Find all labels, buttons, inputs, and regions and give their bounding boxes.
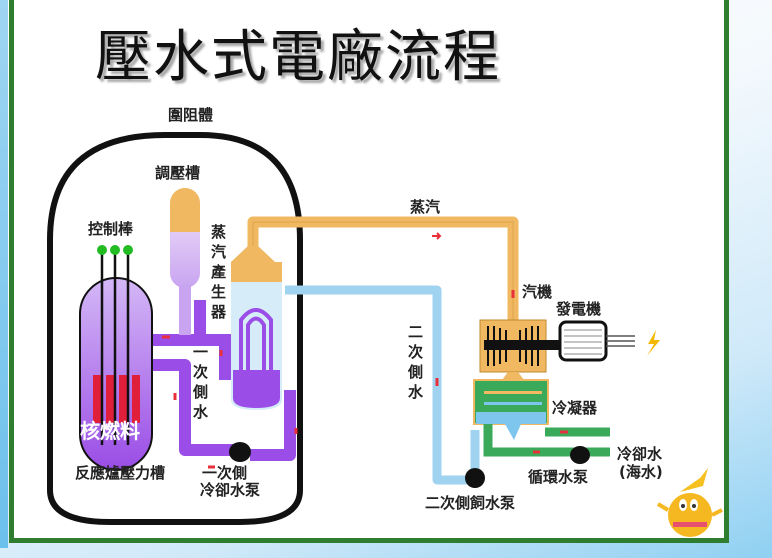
turbine-shaft: [484, 340, 564, 350]
hotwell: [505, 424, 521, 440]
secondary-water-label-0: 二: [408, 323, 423, 341]
sg-label-4: 器: [210, 303, 227, 321]
control-rod-tip: [110, 245, 120, 255]
primary-water-label-3: 水: [193, 403, 209, 421]
primary-hot-leg: [150, 300, 206, 346]
control-rods-label: 控制棒: [88, 220, 134, 238]
turbine-label: 汽機: [522, 283, 552, 301]
secondary-feed-pump: [465, 468, 485, 488]
primary-water-label-2: 側: [192, 383, 208, 401]
lightning-icon: [647, 330, 660, 356]
control-rods: [100, 250, 130, 445]
containment-label: 圍阻體: [168, 106, 213, 124]
generator-label: 發電機: [555, 300, 601, 318]
secondary-water-pipe: [285, 285, 480, 485]
nuclear-fuel-label: 核燃料: [80, 419, 140, 443]
primary-pump-label-2: 冷卻水泵: [200, 481, 260, 499]
mascot-character: [656, 468, 723, 537]
primary-cold-leg: [150, 359, 235, 456]
page-title: 壓水式電廠流程: [95, 25, 501, 90]
primary-hot-to-sg: [200, 334, 231, 380]
circulation-pump-label: 循環水泵: [528, 468, 588, 486]
cooling-water-label-1: 冷卻水: [617, 445, 663, 463]
sg-label-1: 汽: [211, 243, 226, 261]
secondary-water-label-3: 水: [408, 383, 424, 401]
sg-label-2: 產: [210, 263, 226, 281]
primary-coolant-pump: [229, 442, 251, 462]
left-accent-bar: [0, 0, 8, 548]
condenser-label: 冷凝器: [552, 399, 598, 417]
sg-u-tubes: [239, 308, 273, 380]
power-lines: [606, 335, 635, 347]
containment-structure: [47, 132, 303, 525]
secondary-water-label-2: 側: [407, 363, 423, 381]
steam-pipe: [247, 216, 519, 320]
fuel-rods: [93, 375, 140, 423]
secondary-water-label-1: 次: [408, 343, 423, 361]
control-rod-tip: [123, 245, 133, 255]
reactor-vessel-label: 反應爐壓力槽: [75, 464, 165, 482]
sg-label-3: 生: [211, 283, 226, 301]
sg-label-0: 蒸: [211, 223, 226, 241]
primary-return: [250, 390, 296, 461]
circulation-pump: [570, 446, 590, 464]
cooling-water-label-2: (海水): [619, 463, 663, 481]
primary-pump-label-1: 一次側: [202, 464, 247, 482]
control-rod-tip: [97, 245, 107, 255]
flow-arrow: [432, 232, 442, 240]
primary-water-label-0: 一: [193, 343, 208, 361]
primary-water-label-1: 次: [193, 363, 208, 381]
cooling-water-inlet: [483, 424, 610, 457]
pressurizer-label: 調壓槽: [155, 164, 200, 182]
secondary-pump-label: 二次側飼水泵: [425, 494, 515, 512]
steam-label: 蒸汽: [410, 198, 440, 216]
